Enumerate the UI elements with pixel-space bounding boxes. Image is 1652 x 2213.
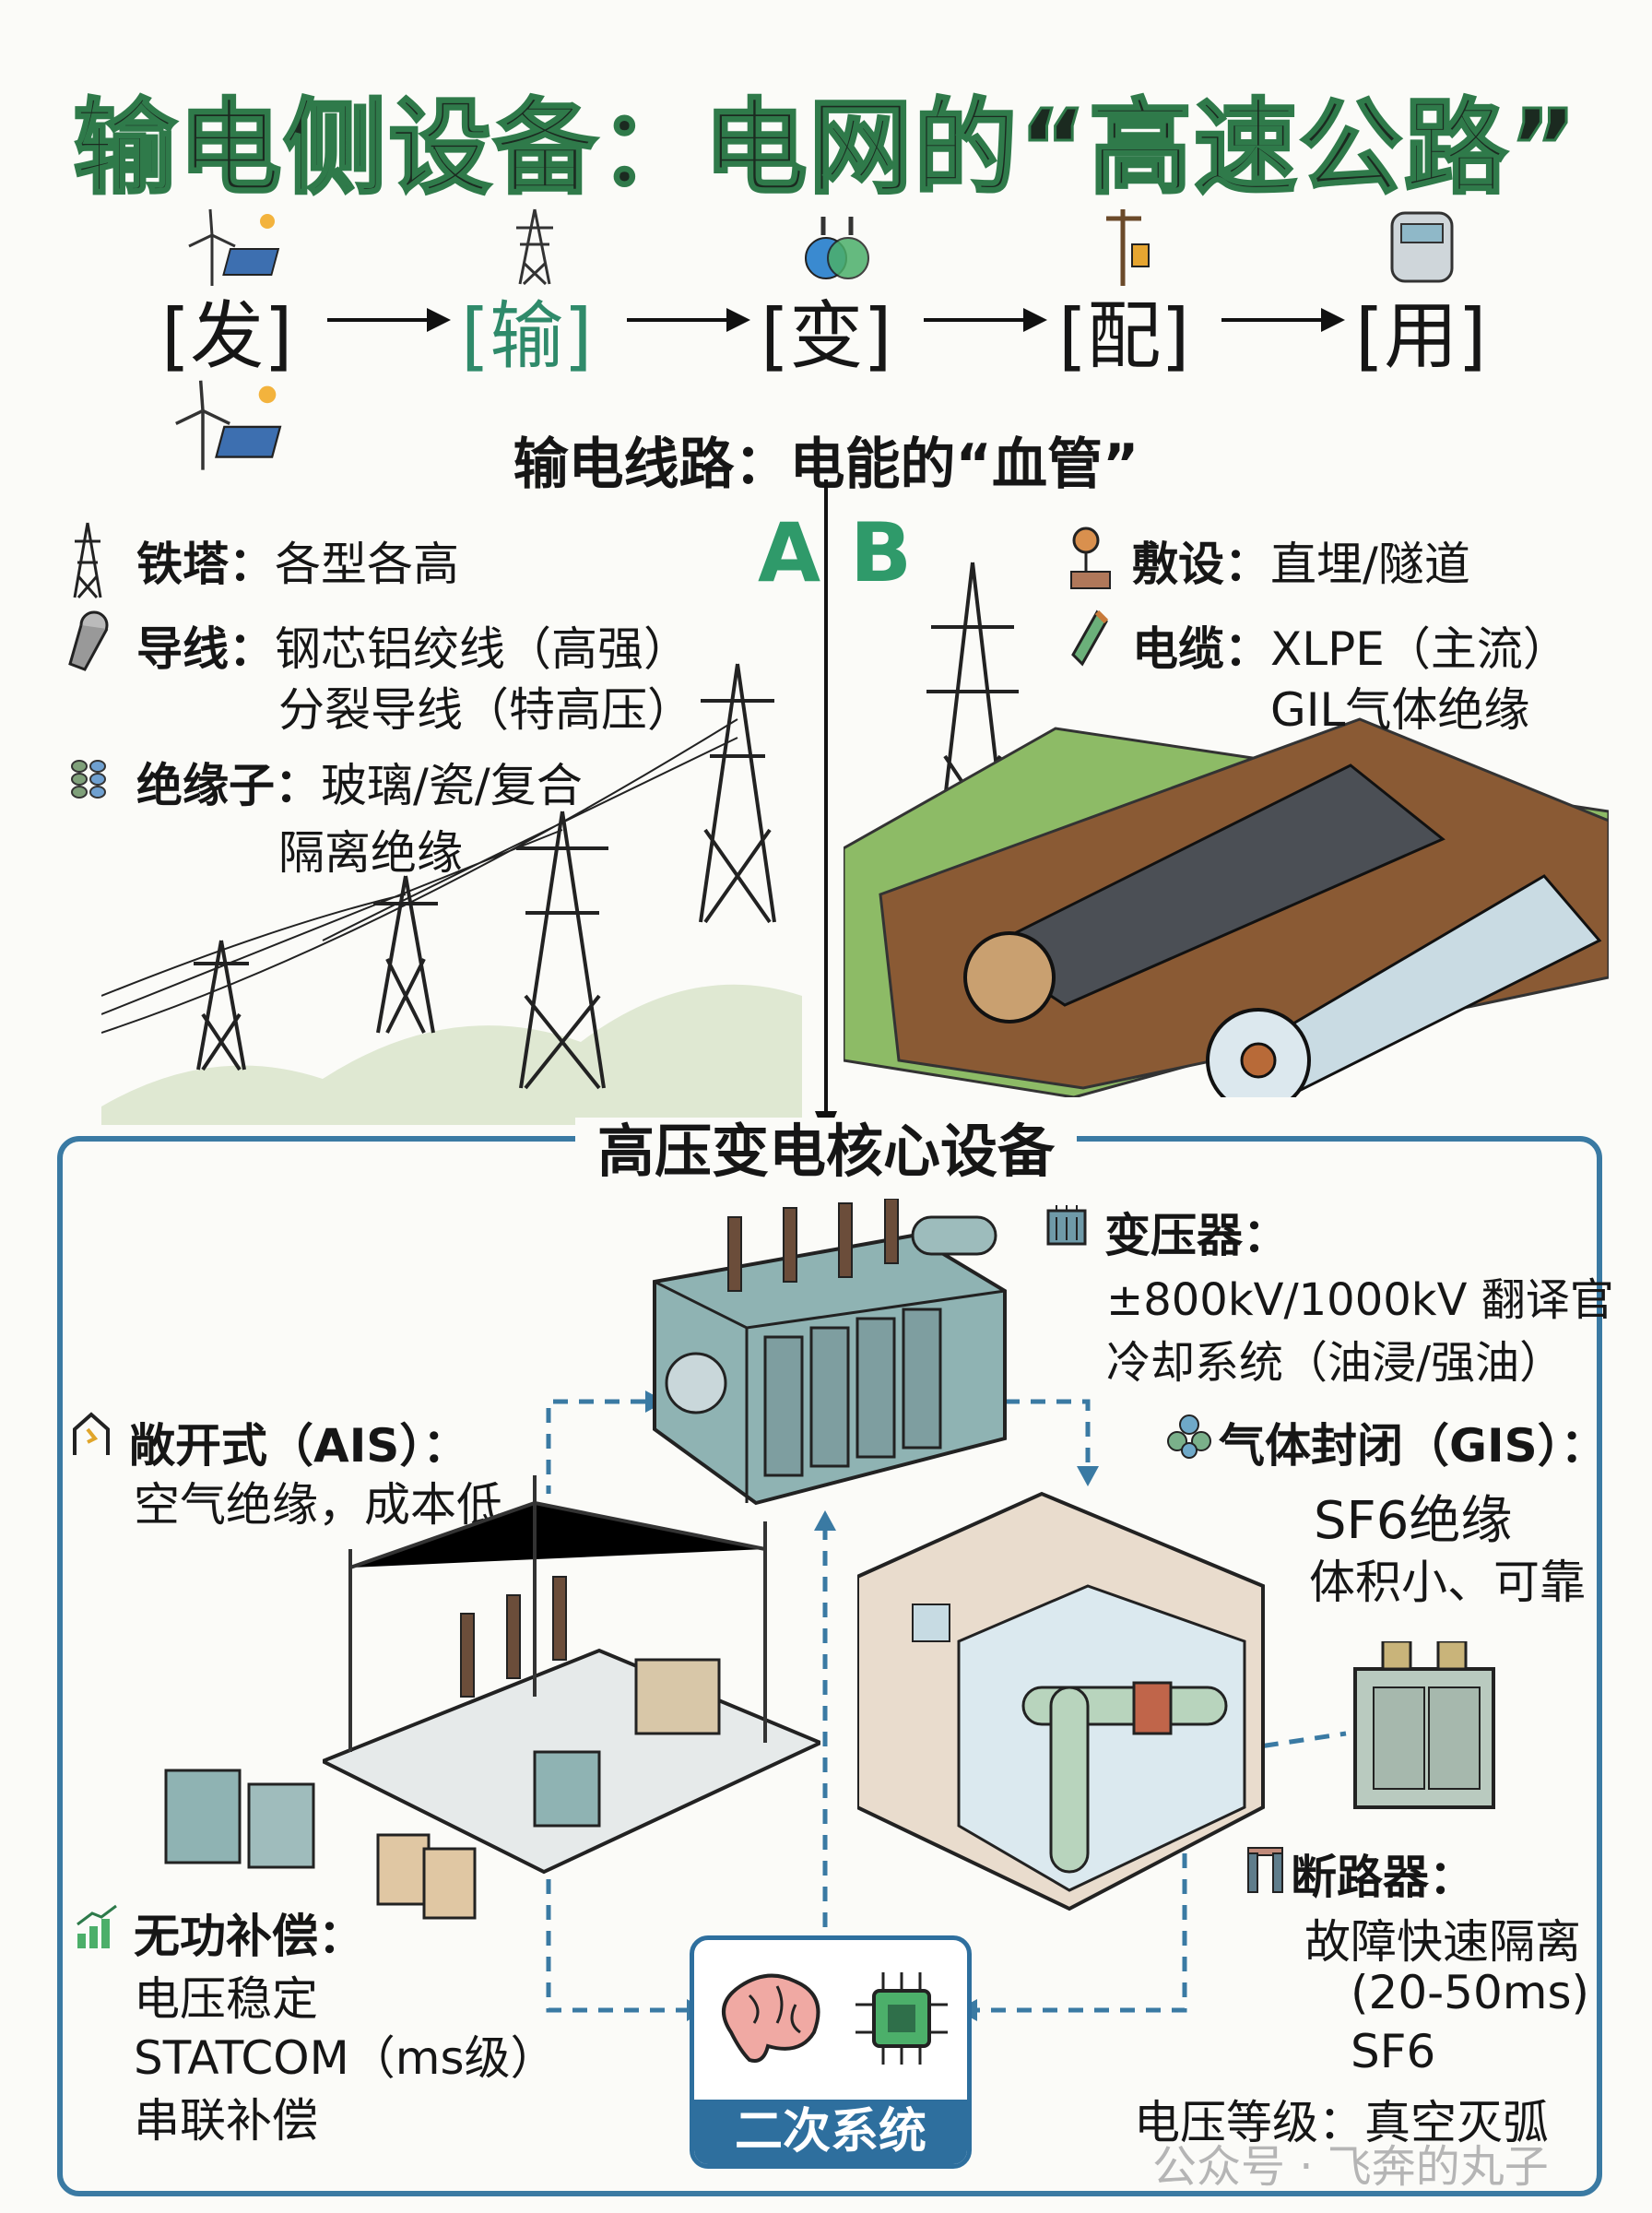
- gis-key: 气体封闭（GIS）：: [1219, 1419, 1607, 1473]
- transformer-key: 变压器：: [1104, 1209, 1289, 1262]
- ais-key: 敞开式（AIS）：: [129, 1419, 469, 1473]
- wind-solar-icon: [175, 380, 282, 470]
- meter-icon: [1390, 211, 1454, 283]
- brain-icon: [722, 1973, 820, 2063]
- transformer-icon: [805, 217, 869, 279]
- conductor-icon: [68, 610, 109, 671]
- breaker-line-2: (20-50ms): [1351, 1966, 1590, 2019]
- breaker-key: 断路器：: [1291, 1851, 1475, 1904]
- tower-icon: [516, 208, 553, 286]
- secondary-system-card: 二次系统: [690, 1935, 972, 2169]
- gis-line-1: SF6绝缘: [1314, 1491, 1513, 1551]
- conductor-key: 导线：: [136, 622, 275, 676]
- cable-key: 电缆：: [1132, 622, 1270, 676]
- transmission-towers-illustration: [101, 663, 802, 1125]
- transformer-line-2: 冷却系统（油浸/强油）: [1106, 1337, 1564, 1389]
- breaker-line-1: 故障快速隔离: [1304, 1915, 1581, 1969]
- power-transformer-illustration: [653, 1199, 1007, 1506]
- flow-arrow: [627, 308, 750, 332]
- ais-line-1: 空气绝缘，成本低: [134, 1478, 502, 1532]
- cable-value-2: GIL气体绝缘: [1270, 683, 1530, 737]
- tower-icon: [73, 522, 102, 598]
- page-title: 输电侧设备：电网的“高速公路”: [72, 88, 1579, 210]
- flow-step-transmit: [输]: [461, 293, 593, 379]
- insulator-value-1: 玻璃/瓷/复合: [321, 759, 583, 812]
- cable-icon: [1071, 609, 1109, 667]
- wind-solar-icon: [188, 208, 280, 286]
- reactive-line-2: STATCOM（ms级）: [134, 2031, 557, 2085]
- reactive-line-1: 电压稳定: [134, 1972, 318, 2026]
- panel-b-label: B: [850, 505, 913, 600]
- transformer-line-1: ±800kV/1000kV 翻译官: [1106, 1274, 1614, 1326]
- gis-cabinet-illustration: [1353, 1641, 1495, 1809]
- breaker-line-3: SF6: [1351, 2025, 1436, 2078]
- substation-title: 高压变电核心设备: [0, 1105, 1652, 1188]
- conductor-value-2: 分裂导线（特高压）: [278, 683, 693, 737]
- laying-value: 直埋/隧道: [1270, 538, 1470, 591]
- reactive-line-3: 串联补偿: [134, 2094, 318, 2148]
- bar-chart-icon: [77, 1904, 117, 1948]
- ais-icon: [73, 1412, 110, 1455]
- ais-substation-illustration: [323, 1475, 820, 1875]
- flow-step-transform: [变]: [761, 293, 892, 379]
- gis-icon: [1167, 1414, 1211, 1459]
- reactive-compensation-illustration: [164, 1769, 477, 1920]
- breaker-line-4: 电压等级：真空灭弧: [1134, 2096, 1549, 2149]
- chip-icon: [856, 1972, 948, 2065]
- insulator-icon: [71, 760, 106, 799]
- insulator-key: 绝缘子：: [136, 759, 321, 812]
- gis-line-2: 体积小、可靠: [1309, 1556, 1586, 1609]
- flow-step-distribute: [配]: [1058, 293, 1190, 379]
- circuit-breaker-icon: [1247, 1847, 1283, 1893]
- underground-cable-illustration: [844, 562, 1609, 1097]
- tower-key: 铁塔：: [136, 538, 275, 591]
- flow-step-generate: [发]: [161, 293, 293, 379]
- tower-value: 各型各高: [275, 538, 459, 591]
- conductor-value-1: 钢芯铝绞线（高强）: [275, 622, 690, 676]
- transformer-icon: [1046, 1205, 1087, 1246]
- flow-arrow: [1221, 308, 1345, 332]
- gis-building-illustration: [857, 1491, 1265, 1911]
- flow-arrow: [924, 308, 1047, 332]
- insulator-value-2: 隔离绝缘: [278, 826, 463, 880]
- watermark: 公众号 · 飞奔的丸子: [1152, 2141, 1549, 2193]
- cable-value-1: XLPE（主流）: [1270, 622, 1569, 676]
- flow-step-use: [用]: [1355, 293, 1487, 379]
- reactive-key: 无功补偿：: [134, 1910, 364, 1963]
- flow-arrow: [327, 308, 451, 332]
- location-pin-icon: [1070, 527, 1111, 589]
- laying-key: 敷设：: [1132, 538, 1270, 591]
- utility-pole-icon: [1106, 209, 1150, 286]
- secondary-system-label: 二次系统: [694, 2100, 967, 2164]
- panel-a-label: A: [758, 505, 821, 600]
